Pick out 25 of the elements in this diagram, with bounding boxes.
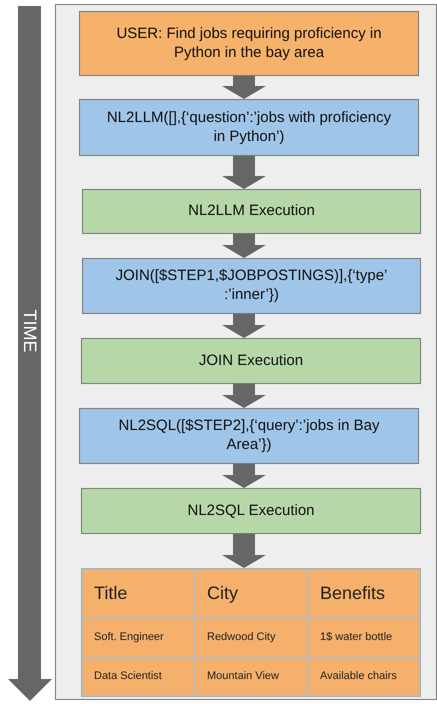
operation-box: NL2SQL([$STEP2],{‘query’:’jobs in Bay Area’}) <box>79 408 419 464</box>
operation-box: JOIN([$STEP1,$JOBPOSTINGS)],{‘type’ :’inner’}) <box>82 258 421 314</box>
block-arrow <box>222 156 266 189</box>
results-table <box>81 568 421 697</box>
block-arrow <box>222 76 266 99</box>
block-arrow <box>222 464 266 488</box>
table-value: Data Scientist <box>82 658 195 696</box>
execution-box: JOIN Execution <box>81 338 421 384</box>
block-arrow <box>222 234 266 258</box>
axis-label: TIME <box>19 308 41 354</box>
execution-box: NL2SQL Execution <box>81 488 421 534</box>
table-value: Available chairs <box>308 658 420 696</box>
block-arrow <box>222 384 266 408</box>
block-arrow <box>222 534 266 568</box>
input-box: USER: Find jobs requiring proficiency in Python in the bay area <box>79 11 419 76</box>
column-header: City <box>195 569 308 618</box>
table-value: 1$ water bottle <box>308 618 420 658</box>
block-arrow <box>222 314 266 338</box>
column-header: Title <box>82 569 195 618</box>
table-value: Redwood City <box>195 618 308 658</box>
operation-box: NL2LLM([],{‘question’:’jobs with proficiency in Python’) <box>79 99 419 156</box>
table-value: Soft. Engineer <box>82 618 195 658</box>
execution-box: NL2LLM Execution <box>82 189 421 234</box>
table-value: Mountain View <box>195 658 308 696</box>
column-header: Benefits <box>308 569 420 618</box>
